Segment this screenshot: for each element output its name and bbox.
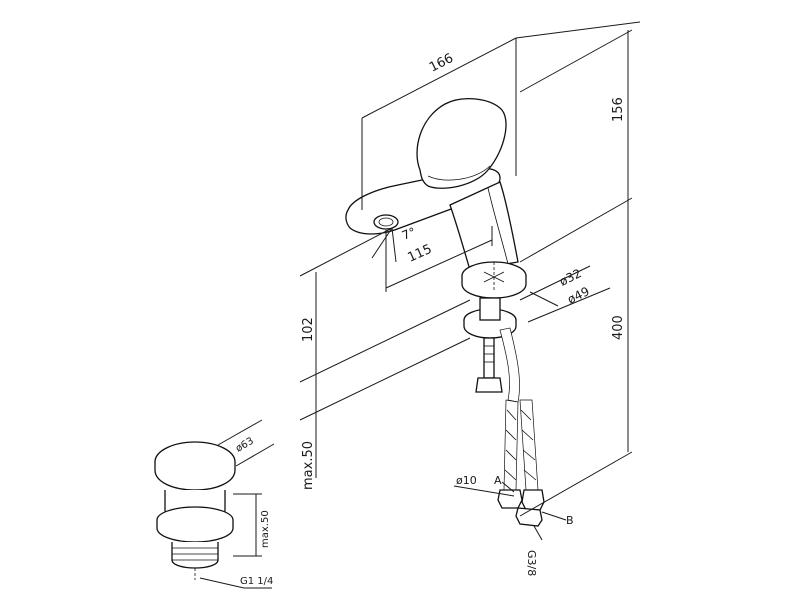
label-hose-dia: ø10 [456,474,477,487]
drain-assembly [154,419,275,589]
flexible-hoses [497,327,545,527]
dimension-labels: 166 156 400 102 max.50 115 7° ø32 ø49 ø1… [301,51,626,576]
label-height-total: 400 [611,315,626,340]
label-reach: 115 [406,242,435,266]
label-drain-max: max.50 [260,510,271,548]
label-base-outer-dia: ø49 [565,284,591,307]
label-drain-thread: G1 1/4 [240,576,273,587]
label-b: B [566,514,574,527]
label-base-inner-dia: ø32 [557,266,583,289]
label-drain-dia: ø63 [234,436,256,455]
label-thread: G3/8 [525,550,538,576]
label-angle: 7° [400,225,418,243]
dimension-lines [299,21,641,541]
drain-labels: ø63 max.50 G1 1/4 [234,436,273,587]
label-spout-height: 102 [301,317,316,342]
label-height-top: 156 [611,97,626,122]
faucet-body [345,98,527,393]
label-a: A [494,474,502,487]
label-max-thickness: max.50 [301,441,316,490]
